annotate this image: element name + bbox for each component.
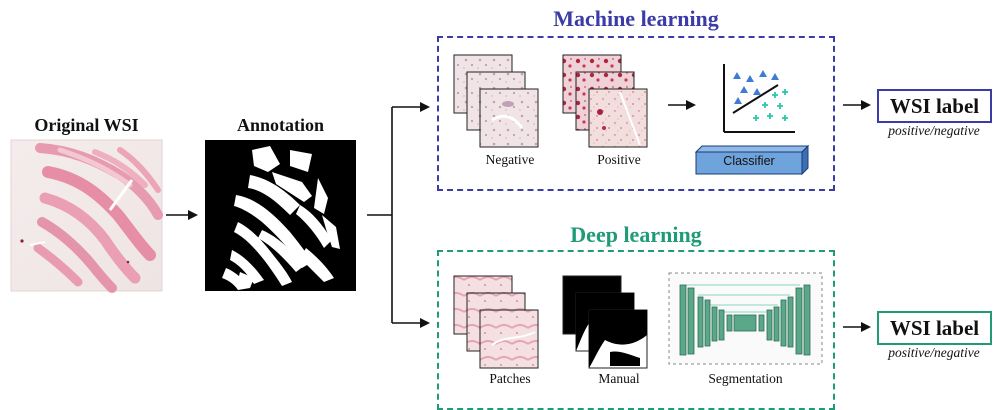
patches-stack bbox=[453, 275, 539, 369]
ml-panel bbox=[437, 36, 835, 191]
dl-output-subtitle: positive/negative bbox=[888, 345, 980, 360]
positive-label: Positive bbox=[597, 152, 641, 167]
branch-connector bbox=[367, 102, 430, 328]
manual-mask-stack bbox=[562, 275, 648, 369]
original-wsi-title: Original WSI bbox=[34, 115, 139, 135]
annotation-title: Annotation bbox=[236, 115, 325, 135]
segmentation-label: Segmentation bbox=[708, 371, 783, 386]
segmentation-unet-icon bbox=[668, 272, 823, 365]
classifier-box bbox=[694, 144, 810, 176]
ml-section-title: Machine learning bbox=[553, 6, 719, 31]
ml-output-subtitle: positive/negative bbox=[888, 123, 980, 138]
manual-label: Manual bbox=[598, 371, 640, 386]
patches-label: Patches bbox=[489, 371, 531, 386]
classifier-label: Classifier bbox=[723, 154, 775, 168]
dl-section-title: Deep learning bbox=[570, 222, 702, 247]
classifier-scatter-icon bbox=[723, 64, 795, 133]
diagram-canvas bbox=[10, 54, 871, 369]
dl-output-wsi-label: WSI label bbox=[877, 311, 992, 345]
original-wsi-image bbox=[10, 139, 163, 293]
negative-patch-stack bbox=[453, 54, 539, 148]
positive-patch-stack bbox=[562, 54, 648, 148]
annotation-mask-image bbox=[205, 140, 356, 291]
negative-label: Negative bbox=[485, 152, 535, 167]
ml-output-wsi-label: WSI label bbox=[877, 89, 992, 123]
